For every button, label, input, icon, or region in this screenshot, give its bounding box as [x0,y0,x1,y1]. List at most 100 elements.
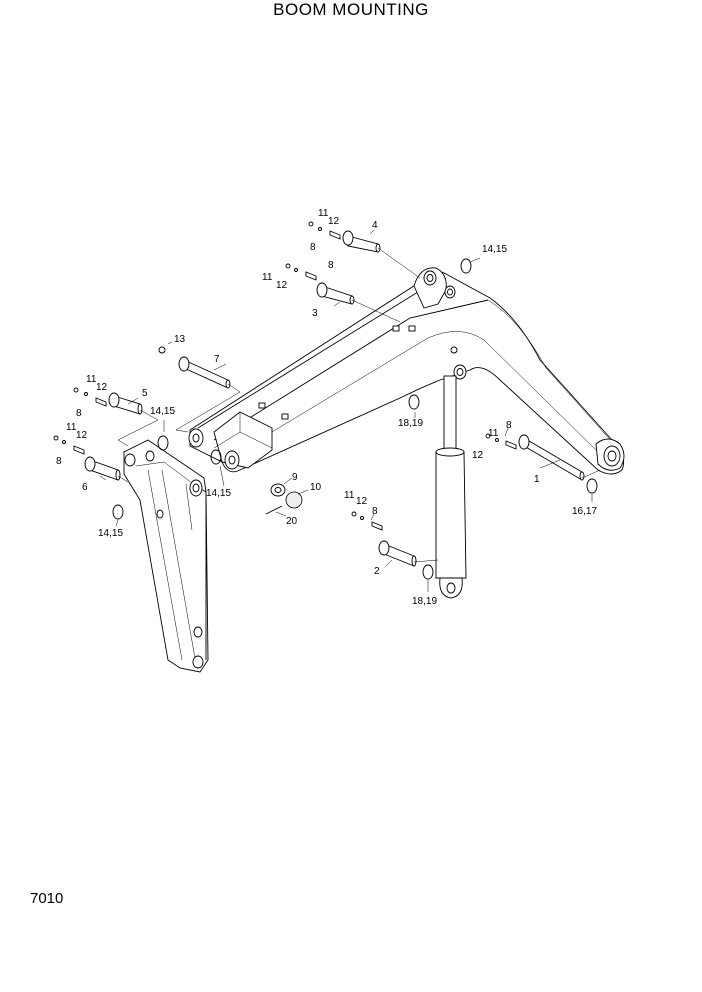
boom-foot-line2 [239,431,273,449]
plate-8-a [329,230,341,240]
callout-11-d: 11 [66,422,77,433]
callout-8-e: 8 [506,420,512,431]
pin-1 [518,434,585,481]
callout-1: 1 [534,474,540,485]
washer-12-d [62,440,66,444]
bolt-11-c [73,387,79,393]
boom-top-edge [197,291,419,429]
boom [188,267,625,475]
boom-bolt-1 [258,402,266,409]
pin-2 [378,540,417,567]
cylinder-barrel [435,451,467,579]
boom-arm-edge [487,299,615,445]
swing-post-boss-mid [145,450,155,462]
cylinder-end-hole [446,582,456,594]
boom-inner-edge [231,331,599,457]
washer-12-f [360,516,364,520]
hardware [53,221,517,531]
callout-10: 10 [310,482,322,493]
ring-1415-b [157,435,169,451]
bolt-11-d [53,435,59,441]
pin-4 [342,230,381,253]
callout-18-19-b: 18,19 [412,596,437,607]
shim-9-hole [274,487,282,493]
pins [84,230,585,567]
pin-5 [108,392,143,415]
callout-11-e: 11 [488,428,499,439]
washer-12-a [318,227,322,231]
callout-14-15-b: 14,15 [150,406,175,417]
callout-12-f: 12 [356,496,368,507]
boom-cylinder [435,375,467,599]
ring-1415-d [112,504,124,520]
plate-8-d [73,445,85,455]
callout-2: 2 [374,566,380,577]
ring-1819-b [422,564,434,580]
callout-14-15-c: 14,15 [206,488,231,499]
boom-bolt-4 [408,325,416,332]
plate-8-f [371,521,383,531]
callout-12-c: 12 [96,382,108,393]
swing-post-rib [185,483,193,531]
callout-8-a: 8 [310,242,316,253]
boom-bolt-3 [392,325,400,332]
pin-3 [316,282,355,305]
callout-20: 20 [286,516,298,527]
swing-post-hole-right [192,483,200,493]
swing-post-small-hole [156,509,164,519]
callout-13: 13 [174,334,186,345]
callout-9: 9 [292,472,298,483]
bolt-11-b [285,263,291,269]
cap-10 [285,491,303,509]
rings [112,258,598,580]
boom-cyl-hole [456,368,464,376]
callout-4: 4 [372,220,378,231]
boom-foot-hole-right [228,455,236,465]
plate-8-b [305,271,317,281]
swing-post-body [123,439,209,673]
ring-1617 [586,478,598,494]
bolt-11-f [351,511,357,517]
boom-top-hole2 [447,288,453,296]
washer-12-c [84,392,88,396]
callout-11-c: 11 [86,374,97,385]
cylinder-barrel-top [435,447,465,457]
callout-8-d: 8 [56,456,62,467]
callout-8-c: 8 [76,408,82,419]
boom-body [189,270,625,475]
callout-3: 3 [312,308,318,319]
boom-bolt-5 [450,346,458,354]
page-number: 7010 [30,890,64,907]
callout-8-b: 8 [328,260,334,271]
swing-post-boss-left [124,453,136,467]
callout-14-15-a: 14,15 [482,244,507,255]
callout-18-19-a: 18,19 [398,418,423,429]
boom-bolt-2 [281,413,289,420]
swing-post-edge [135,461,197,487]
callout-14-15-d: 14,15 [98,528,123,539]
callout-8-f: 8 [372,506,378,517]
ring-1819-a [408,394,420,410]
washer-12-b [294,268,298,272]
callout-5: 5 [142,388,148,399]
callout-12-d: 12 [76,430,88,441]
callout-11-b: 11 [262,272,273,283]
callout-11-a: 11 [318,208,329,219]
washer-12-e [495,438,499,442]
plate-8-c [95,397,107,407]
swing-post-inner-right [161,469,197,665]
boom-side-edge [213,299,489,441]
callout-11-f: 11 [344,490,355,501]
bolt-11-e [485,433,491,439]
boom-tip-hole [607,450,617,462]
bolt-11-a [308,221,314,227]
pin-6 [84,456,121,481]
pin-7 [178,356,231,389]
callout-16-17: 16,17 [572,506,597,517]
page-title: BOOM MOUNTING [273,0,429,19]
ring-1415-c [210,449,222,465]
swing-post-lower-boss [193,626,203,638]
callout-12-b: 12 [276,280,288,291]
swing-post [123,439,209,673]
